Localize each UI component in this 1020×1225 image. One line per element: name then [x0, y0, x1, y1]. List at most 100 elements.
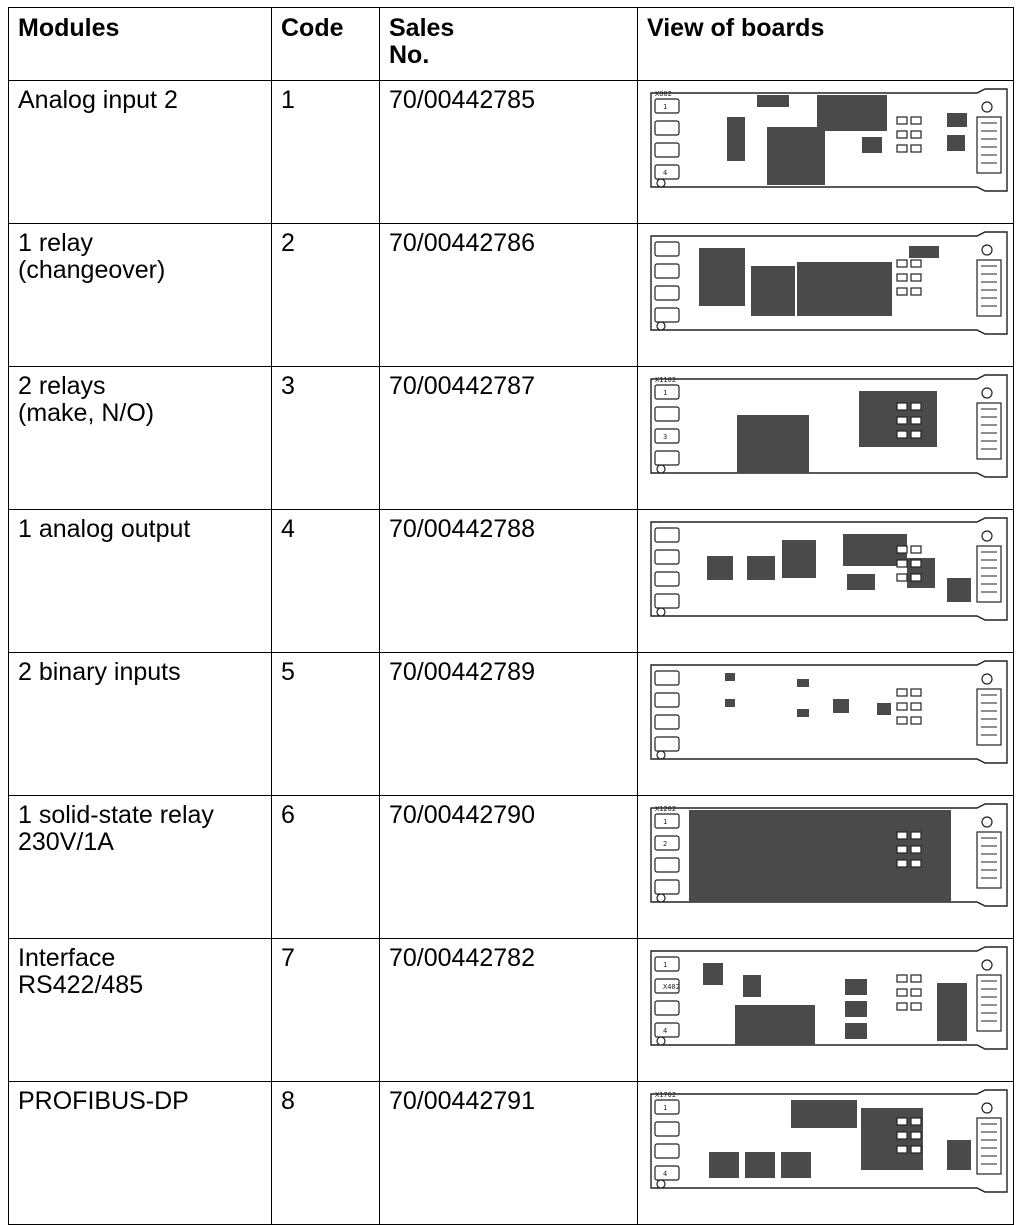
- passive-part: [896, 688, 908, 697]
- passive-part: [910, 287, 922, 296]
- module-cell: 2 relays(make, N/O): [8, 366, 272, 510]
- board-component: [862, 137, 882, 153]
- terminal-pad: [654, 692, 680, 708]
- passive-part: [896, 702, 908, 711]
- passive-part: [896, 831, 908, 840]
- passive-part: [896, 402, 908, 411]
- board-component: [833, 699, 849, 713]
- passive-part: [910, 116, 922, 125]
- terminal-pad: 1: [654, 98, 680, 114]
- sales-no-cell: 70/00442791: [379, 1081, 638, 1225]
- sales-no-cell: 70/00442786: [379, 223, 638, 367]
- board-view-cell: [637, 652, 1014, 796]
- board-component: [781, 1152, 811, 1178]
- board-view-cell: 1 4 X1702: [637, 1081, 1014, 1225]
- passive-part: [896, 859, 908, 868]
- passive-part: [910, 688, 922, 697]
- module-name: Interface: [18, 944, 116, 972]
- board-component: [797, 679, 809, 687]
- sales-no-cell: 70/00442785: [379, 80, 638, 224]
- module-subname: (make, N/O): [18, 399, 155, 427]
- board-component: [699, 248, 745, 306]
- board-component: [745, 1152, 775, 1178]
- terminal-pad: 2: [654, 835, 680, 851]
- passive-part: [896, 573, 908, 582]
- module-cell: 1 analog output: [8, 509, 272, 653]
- passive-part: [910, 702, 922, 711]
- passive-part: [896, 430, 908, 439]
- passive-part: [910, 273, 922, 282]
- header-sales-no: Sales No.: [379, 7, 638, 81]
- board-component: [877, 703, 891, 715]
- board-component: [845, 979, 867, 995]
- terminal-pad: [654, 736, 680, 752]
- passive-part: [896, 116, 908, 125]
- code-cell: 3: [271, 366, 380, 510]
- terminal-pad: 4: [654, 1165, 680, 1181]
- code-cell: 8: [271, 1081, 380, 1225]
- terminal-pad: 1: [654, 1099, 680, 1115]
- passive-part: [896, 1131, 908, 1140]
- passive-part: [910, 259, 922, 268]
- terminal-pad: [654, 571, 680, 587]
- board-component: [791, 1100, 857, 1128]
- terminal-pad: [654, 142, 680, 158]
- terminal-label: 1: [663, 1104, 667, 1112]
- header-row: Modules Code Sales No. View of boards: [8, 7, 1014, 81]
- terminal-pad: 1: [654, 956, 680, 972]
- board-component: [845, 1001, 867, 1017]
- board-corner-label: X1102: [655, 376, 676, 384]
- terminal-pad: [654, 285, 680, 301]
- board-corner-label: X1702: [655, 1091, 676, 1099]
- passive-part: [896, 545, 908, 554]
- board-component: [737, 415, 809, 473]
- terminal-pad: [654, 549, 680, 565]
- module-name: Analog input 2: [18, 86, 178, 114]
- board-component: [689, 810, 951, 902]
- board-drawing: [650, 660, 1008, 764]
- terminal-pad: [654, 241, 680, 257]
- board-component: [909, 246, 939, 258]
- board-component: [947, 578, 971, 602]
- board-component: [797, 709, 809, 717]
- terminal-label: 4: [663, 1170, 667, 1178]
- board-component: [725, 673, 735, 681]
- sales-no-cell: 70/00442790: [379, 795, 638, 939]
- terminal-pad: 4: [654, 164, 680, 180]
- passive-part: [896, 988, 908, 997]
- terminal-pad: [654, 307, 680, 323]
- passive-part: [910, 988, 922, 997]
- passive-part: [910, 831, 922, 840]
- terminal-label: 1: [663, 389, 667, 397]
- terminal-pad: 1: [654, 813, 680, 829]
- terminal-label: 1: [663, 961, 667, 969]
- board-component: [767, 127, 825, 185]
- terminal-label: 2: [663, 840, 667, 848]
- passive-part: [896, 1145, 908, 1154]
- code-cell: 2: [271, 223, 380, 367]
- passive-part: [910, 430, 922, 439]
- passive-part: [910, 416, 922, 425]
- terminal-pad: [654, 714, 680, 730]
- code-cell: 4: [271, 509, 380, 653]
- passive-part: [910, 1145, 922, 1154]
- module-cell: 1 relay(changeover): [8, 223, 272, 367]
- board-view-cell: [637, 509, 1014, 653]
- sales-no-cell: 70/00442782: [379, 938, 638, 1082]
- passive-part: [896, 259, 908, 268]
- passive-part: [910, 573, 922, 582]
- terminal-pad: [654, 1143, 680, 1159]
- terminal-pad: [654, 1000, 680, 1016]
- sales-no-cell: 70/00442788: [379, 509, 638, 653]
